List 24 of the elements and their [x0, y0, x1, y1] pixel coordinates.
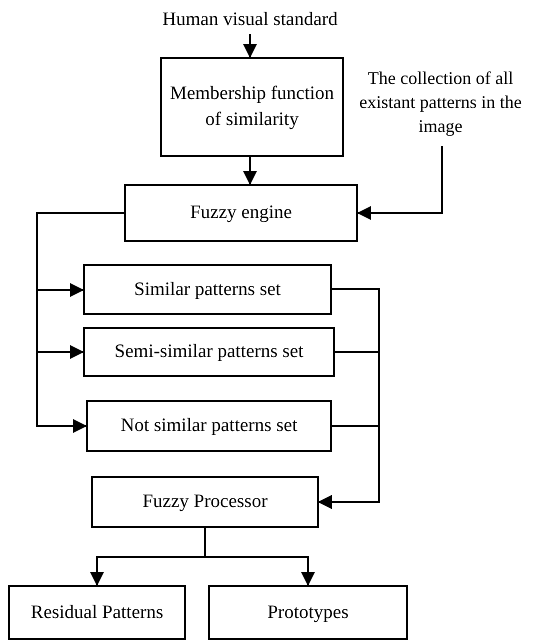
- box-label: Membership function of similarity: [168, 82, 336, 132]
- box-label: Prototypes: [267, 600, 349, 625]
- arrow: [204, 528, 315, 586]
- arrow: [243, 157, 257, 185]
- process-box: [124, 184, 358, 242]
- process-box: [83, 264, 332, 315]
- box-label: Residual Patterns: [30, 600, 164, 625]
- process-box: [160, 57, 344, 157]
- arrow: [357, 146, 443, 220]
- input-label: Human visual standard: [162, 8, 338, 32]
- box-label: Fuzzy Processor: [142, 490, 268, 514]
- box-label: Fuzzy engine: [190, 201, 292, 226]
- arrow: [36, 212, 124, 433]
- process-box: [86, 400, 332, 452]
- process-box: [83, 327, 335, 377]
- arrow: [243, 34, 257, 58]
- process-box: [8, 585, 186, 640]
- box-label: Similar patterns set: [134, 278, 281, 302]
- process-box: [208, 585, 408, 640]
- input-label: The collection of all existant patterns in the image: [358, 66, 523, 138]
- arrow: [318, 425, 380, 509]
- box-label: Not similar patterns set: [120, 414, 298, 438]
- process-box: [91, 476, 319, 528]
- box-label: Semi-similar patterns set: [114, 340, 304, 364]
